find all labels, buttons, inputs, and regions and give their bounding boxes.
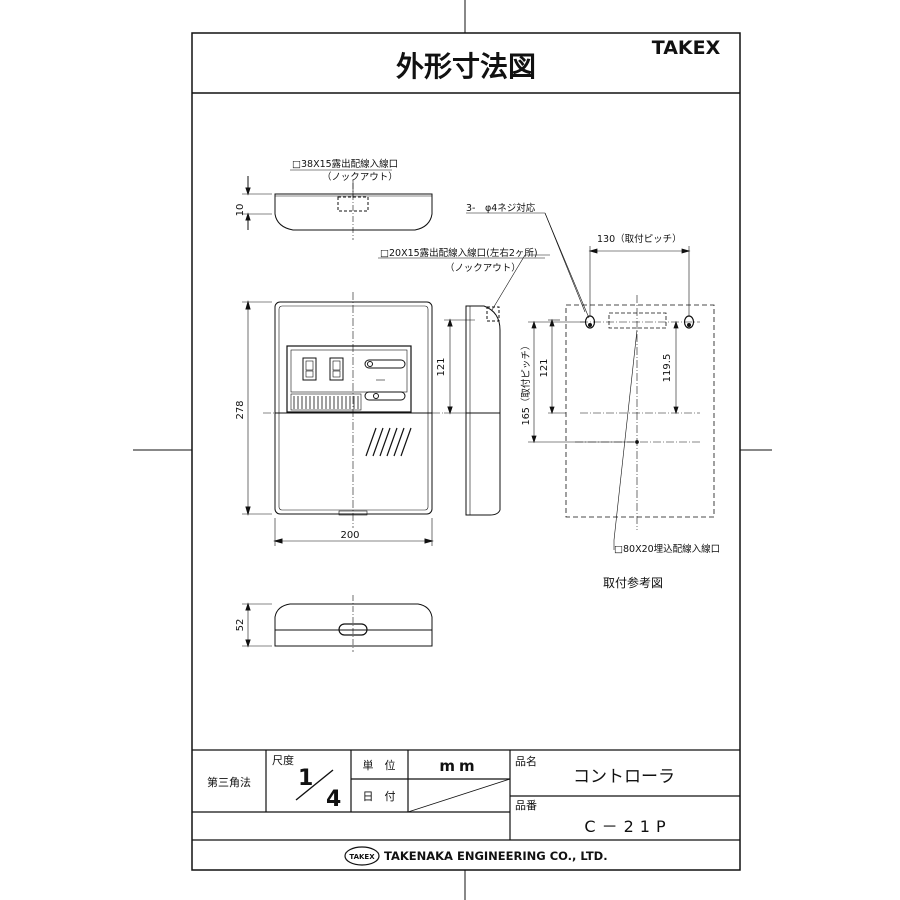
side-knockout-label: □20X15露出配線入線口(左右2ヶ所)	[380, 247, 538, 259]
mount-plate	[466, 212, 715, 550]
scale-denominator: 4	[326, 787, 341, 812]
product-number-label: 品番	[515, 799, 537, 812]
product-name-label: 品名	[515, 754, 537, 768]
dim-mount-119-5: 119.5	[662, 354, 673, 383]
page-title: 外形寸法図	[396, 50, 536, 83]
top-view	[242, 176, 433, 240]
footer-logo: TAKEX	[349, 853, 375, 861]
date-label: 日 付	[363, 790, 396, 803]
product-name-value: コントローラ	[573, 767, 675, 787]
side-view	[444, 254, 550, 516]
mount-reference-title: 取付参考図	[603, 575, 663, 590]
embed-hole-label: □80X20埋込配線入線口	[614, 543, 720, 555]
title-block	[192, 749, 740, 841]
pitch-130-label: 130（取付ピッチ）	[597, 233, 682, 245]
unit-label: 単 位	[363, 758, 396, 772]
unit-value: mm	[439, 757, 478, 775]
top-knockout-label: □38X15露出配線入線口	[292, 158, 398, 170]
dim-bottom-depth: 52	[235, 619, 246, 632]
scale-numerator: 1	[298, 766, 313, 791]
footer-company: TAKENAKA ENGINEERING CO., LTD.	[384, 849, 608, 863]
projection-label: 第三角法	[207, 775, 251, 789]
scale-label: 尺度	[272, 753, 294, 767]
screw-label: 3- φ4ネジ対応	[466, 202, 536, 214]
centering-marks	[133, 0, 772, 900]
dim-top-depth: 10	[235, 204, 246, 217]
side-knockout-sublabel: （ノックアウト）	[445, 262, 521, 274]
product-number-value: C－21P	[584, 817, 671, 836]
front-view	[242, 292, 445, 546]
dim-mount-121: 121	[539, 358, 550, 377]
sheet-border	[191, 32, 741, 871]
dim-side-121: 121	[436, 357, 447, 376]
bottom-view	[242, 595, 433, 652]
dim-height: 278	[235, 400, 246, 419]
footer-logo-oval	[344, 846, 380, 866]
top-knockout-sublabel: （ノックアウト）	[322, 171, 398, 183]
pitch-165-label: 165（取付ピッチ）	[520, 341, 532, 426]
brand-logo: TAKEX	[652, 37, 721, 59]
vent-slots	[293, 396, 359, 409]
dim-width: 200	[340, 530, 359, 541]
